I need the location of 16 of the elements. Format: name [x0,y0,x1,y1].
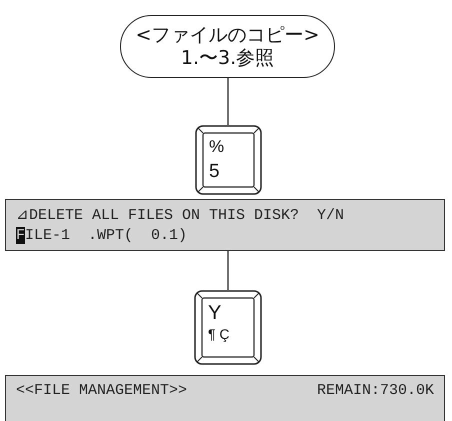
screen-text: <<FILE MANAGEMENT>> [16,382,188,399]
key-legend: Y [208,302,222,325]
screen-text: ⊿DELETE ALL FILES ON THIS DISK? Y/N [16,206,344,224]
connector-line [227,251,229,290]
key-legend: ¶ Ç [208,326,230,342]
key-legend: % [209,137,224,157]
key-legend: 5 [209,161,220,183]
screen-text: REMAIN:730.0K [316,382,434,399]
keyboard-key [194,290,262,365]
screen-display [5,199,445,251]
keyboard-key [195,125,262,195]
terminator-text: <ファイルのコピー> [136,24,320,46]
screen-text: FILE-1 .WPT( 0.1) [16,227,188,244]
screen-display [5,375,445,421]
connector-line [227,78,229,125]
terminator-text: 1.〜3.参照 [180,46,274,70]
